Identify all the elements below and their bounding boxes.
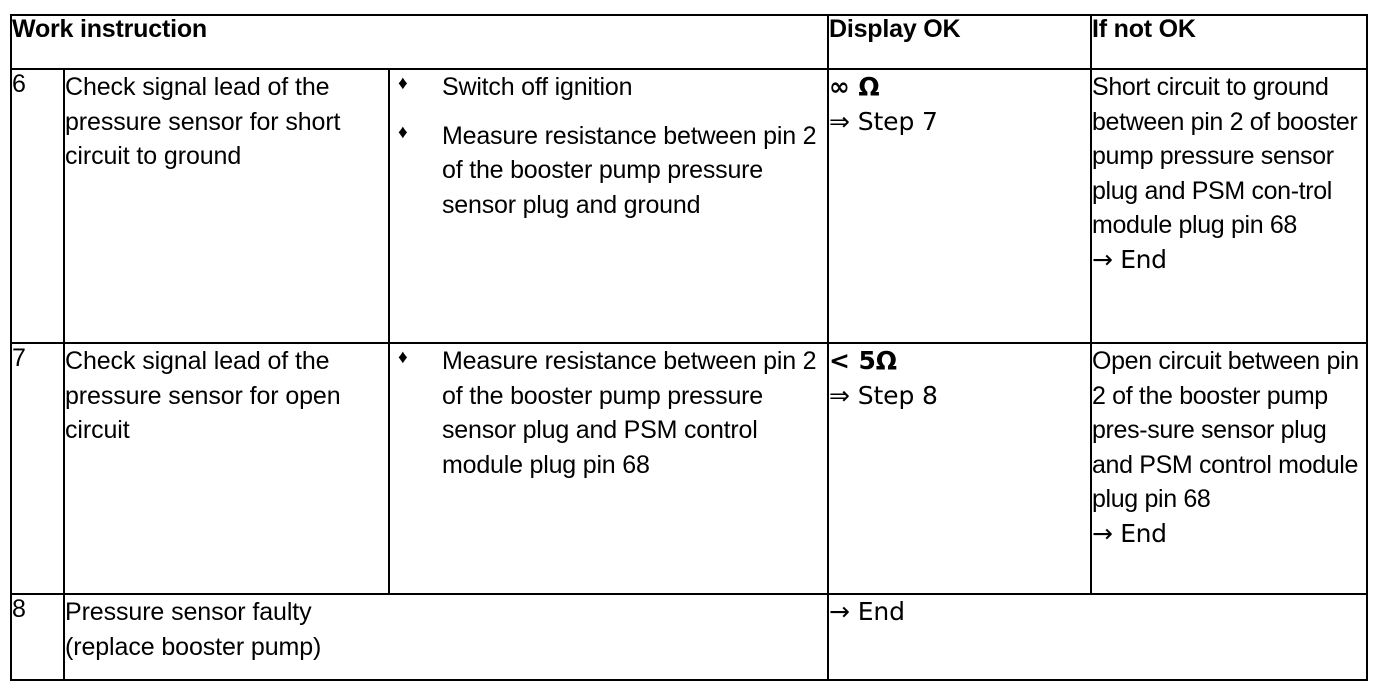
if-not-ok-cell: Short circuit to ground between pin 2 of…	[1090, 68, 1368, 344]
step-number: 7	[10, 342, 65, 595]
step-actions: ♦ Switch off ignition ♦ Measure resistan…	[388, 68, 829, 344]
display-ok-next-step: ⇒ Step 8	[829, 380, 938, 410]
step-actions: ♦ Measure resistance between pin 2 of th…	[388, 342, 829, 595]
header-work-instruction-spacer	[389, 14, 829, 70]
step-instruction: Check signal lead of the pressure sensor…	[63, 68, 390, 344]
display-ok-cell: < 5Ω ⇒ Step 8	[827, 342, 1092, 595]
header-display-ok: Display OK	[827, 14, 1092, 70]
action-list: ♦ Switch off ignition ♦ Measure resistan…	[390, 70, 827, 222]
display-ok-cell: ∞ Ω ⇒ Step 7	[827, 68, 1092, 344]
if-not-ok-text: Short circuit to ground between pin 2 of…	[1092, 73, 1358, 239]
if-not-ok-next-step: → End	[1092, 244, 1167, 274]
step-number: 6	[10, 68, 65, 344]
if-not-ok-cell: Open circuit between pin 2 of the booste…	[1090, 342, 1368, 595]
display-ok-next-step: ⇒ Step 7	[829, 106, 938, 136]
list-item: ♦ Measure resistance between pin 2 of th…	[390, 119, 827, 223]
list-item-label: Measure resistance between pin 2 of the …	[442, 347, 817, 479]
list-item: ♦ Measure resistance between pin 2 of th…	[390, 344, 827, 482]
step-instruction-line-2: (replace booster pump)	[65, 632, 322, 661]
diamond-bullet-icon: ♦	[398, 73, 408, 94]
table-row: 7 Check signal lead of the pressure sens…	[10, 342, 1368, 595]
list-item-label: Measure resistance between pin 2 of the …	[442, 121, 817, 219]
header-if-not-ok: If not OK	[1090, 14, 1368, 70]
table-body: 6 Check signal lead of the pressure sens…	[10, 68, 1368, 681]
list-item-label: Switch off ignition	[442, 73, 633, 101]
if-not-ok-next-step: → End	[1092, 518, 1167, 548]
if-not-ok-text: Open circuit between pin 2 of the booste…	[1092, 347, 1359, 513]
display-ok-value: ∞ Ω	[829, 72, 880, 101]
step-instruction: Check signal lead of the pressure sensor…	[63, 342, 390, 595]
display-ok-value: < 5Ω	[829, 346, 897, 375]
diamond-bullet-icon: ♦	[398, 347, 408, 368]
step-instruction-line-1: Pressure sensor faulty	[65, 598, 312, 626]
step-number: 8	[10, 593, 65, 681]
display-ok-next-step: → End	[829, 597, 905, 626]
table-row: 8 Pressure sensor faulty (replace booste…	[10, 593, 1368, 681]
action-list: ♦ Measure resistance between pin 2 of th…	[390, 344, 827, 482]
step-instruction: Pressure sensor faulty (replace booster …	[63, 593, 829, 681]
diamond-bullet-icon: ♦	[398, 121, 408, 143]
header-work-instruction: Work instruction	[10, 14, 389, 70]
work-instruction-table: Work instruction Display OK If not OK 6 …	[10, 14, 1368, 681]
table-header: Work instruction Display OK If not OK	[10, 14, 1368, 70]
table-row: 6 Check signal lead of the pressure sens…	[10, 68, 1368, 344]
header-row: Work instruction Display OK If not OK	[10, 14, 1368, 70]
display-ok-cell: → End	[827, 593, 1368, 681]
list-item: ♦ Switch off ignition	[390, 70, 827, 105]
